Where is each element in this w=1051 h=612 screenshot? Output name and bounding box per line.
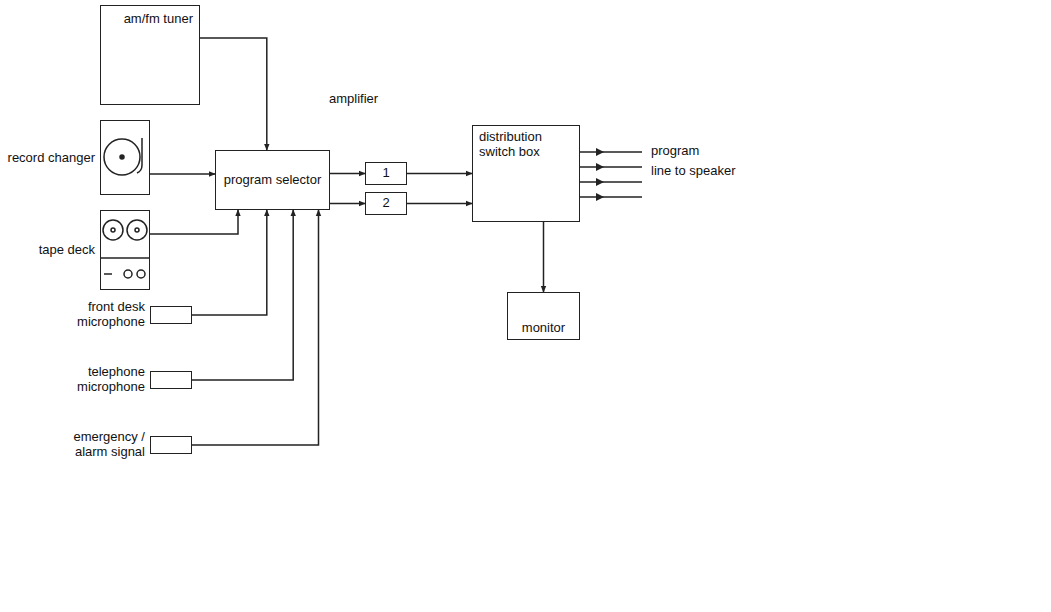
record-changer-box: record changer (100, 120, 150, 195)
node-text: program selector (219, 170, 327, 191)
monitor-box: monitor (507, 292, 580, 340)
signal-arrow (407, 203, 472, 205)
speaker-lines (580, 148, 642, 201)
alarm-signal-box: emergency / alarm signal (150, 436, 192, 454)
microphone-box: front desk microphone (150, 306, 192, 324)
node-text: emergency / alarm signal (55, 430, 145, 460)
distribution-switch-box: distribution switch box (472, 125, 580, 222)
node-text: 2 (377, 193, 394, 214)
tuner-box: am/fm tuner (100, 5, 200, 105)
signal-arrow (150, 173, 215, 175)
signal-arrow (407, 173, 472, 175)
node-text: telephone microphone (55, 365, 145, 395)
program-selector-box: program selector (215, 150, 330, 210)
signal-arrow (543, 222, 545, 292)
tape-deck-icon (100, 220, 150, 278)
signal-arrow (192, 210, 267, 315)
node-text: am/fm tuner (101, 6, 199, 27)
signal-arrow (192, 210, 319, 445)
record-changer-icon (104, 138, 142, 175)
program-label: program (650, 144, 700, 159)
signal-arrow (330, 203, 365, 205)
node-text: monitor (508, 321, 579, 336)
node-text: distribution switch box (473, 126, 579, 164)
line-to-speaker-label: line to speaker (650, 164, 737, 179)
node-text: 1 (377, 163, 394, 184)
node-text: front desk microphone (55, 300, 145, 330)
microphone-box: telephone microphone (150, 371, 192, 389)
amplifier-box: 1 (365, 162, 407, 185)
signal-arrow (330, 173, 365, 175)
tape-deck-box: tape deck (100, 210, 150, 290)
amplifier-label: amplifier (328, 92, 379, 107)
amplifier-box: 2 (365, 192, 407, 215)
signal-arrow (200, 38, 267, 150)
node-text: record changer (5, 150, 95, 165)
signal-arrow (150, 210, 238, 234)
signal-arrow (192, 210, 293, 380)
node-text: tape deck (5, 243, 95, 258)
